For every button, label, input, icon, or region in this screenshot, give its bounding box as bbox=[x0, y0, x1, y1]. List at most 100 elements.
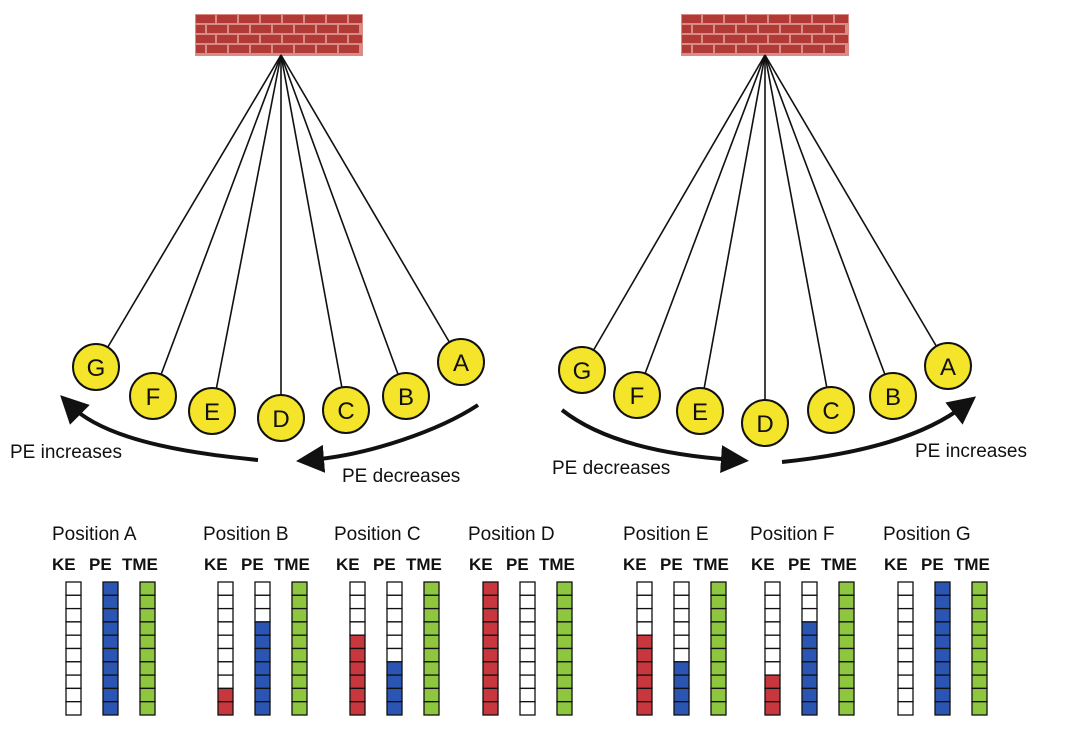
energy-bar-pe bbox=[386, 581, 403, 716]
bar-cell bbox=[897, 661, 914, 676]
bar-cell bbox=[291, 634, 308, 650]
bar-cell bbox=[423, 661, 440, 676]
energy-bar-pe bbox=[934, 581, 951, 716]
bar-cell bbox=[254, 674, 271, 690]
bar-cell bbox=[838, 621, 855, 636]
position-title: Position A bbox=[52, 524, 137, 545]
brick bbox=[217, 15, 237, 23]
bar-cell bbox=[65, 621, 82, 636]
bar-cell bbox=[764, 687, 781, 703]
brick bbox=[703, 35, 723, 43]
column-header-ke: KE bbox=[751, 555, 775, 574]
column-header-ke: KE bbox=[204, 555, 228, 574]
bar-cell bbox=[636, 661, 653, 676]
brick bbox=[682, 45, 691, 53]
bar-cell bbox=[423, 594, 440, 610]
energy-bar-ke bbox=[636, 581, 653, 716]
caption-pe-increases: PE increases bbox=[10, 442, 122, 463]
bar-cell bbox=[482, 701, 499, 716]
bob-circle bbox=[188, 387, 236, 435]
brick bbox=[715, 25, 735, 33]
column-header-tme: TME bbox=[274, 555, 310, 574]
bob-circle bbox=[558, 346, 606, 394]
bar-cell bbox=[254, 621, 271, 636]
bar-cell bbox=[934, 607, 951, 623]
brick bbox=[803, 25, 823, 33]
bar-cell bbox=[291, 647, 308, 663]
pendulum-string bbox=[764, 54, 894, 397]
pendulum-bob: G bbox=[558, 346, 606, 394]
bar-cell bbox=[291, 581, 308, 596]
bar-cell bbox=[102, 647, 119, 663]
bar-cell bbox=[673, 581, 690, 596]
bar-cell bbox=[349, 634, 366, 650]
bar-cell bbox=[482, 607, 499, 623]
bob-label: C bbox=[337, 398, 354, 425]
bar-cell bbox=[519, 594, 536, 610]
brick bbox=[747, 15, 767, 23]
bar-cell bbox=[838, 594, 855, 610]
brick bbox=[283, 35, 303, 43]
bar-cell bbox=[102, 687, 119, 703]
energy-bar-tme bbox=[710, 581, 727, 716]
bar-cell bbox=[386, 621, 403, 636]
pendulum-bob: G bbox=[72, 343, 120, 391]
bob-label: D bbox=[756, 411, 773, 438]
bar-cell bbox=[673, 607, 690, 623]
energy-bar-pe bbox=[254, 581, 271, 716]
bar-cell bbox=[519, 687, 536, 703]
bar-cell bbox=[710, 701, 727, 716]
pendulum-bob: D bbox=[741, 399, 789, 447]
column-header-tme: TME bbox=[539, 555, 575, 574]
bar-cell bbox=[254, 607, 271, 623]
bar-cell bbox=[139, 621, 156, 636]
bar-cell bbox=[764, 674, 781, 690]
pendulum-string bbox=[699, 54, 766, 412]
bar-cell bbox=[971, 594, 988, 610]
bar-cell bbox=[102, 674, 119, 690]
bar-cell bbox=[217, 701, 234, 716]
energy-bar-ke bbox=[897, 581, 914, 716]
bar-cell bbox=[349, 621, 366, 636]
bob-label: C bbox=[822, 398, 839, 425]
bar-cell bbox=[636, 687, 653, 703]
brick bbox=[217, 35, 237, 43]
brick bbox=[196, 25, 205, 33]
pendulum-string bbox=[764, 54, 949, 367]
bob-circle bbox=[676, 387, 724, 435]
bar-cell bbox=[217, 647, 234, 663]
brick bbox=[349, 35, 362, 43]
brick bbox=[737, 25, 757, 33]
brick bbox=[251, 25, 271, 33]
bar-cell bbox=[254, 701, 271, 716]
bar-cell bbox=[764, 661, 781, 676]
bar-cell bbox=[254, 687, 271, 703]
bar-cell bbox=[102, 661, 119, 676]
brick bbox=[339, 45, 359, 53]
column-header-tme: TME bbox=[954, 555, 990, 574]
bar-cell bbox=[423, 701, 440, 716]
bar-cell bbox=[254, 581, 271, 596]
bar-cell bbox=[139, 661, 156, 676]
bar-cell bbox=[897, 581, 914, 596]
bar-cell bbox=[838, 581, 855, 596]
bob-label: F bbox=[630, 383, 645, 410]
brick bbox=[283, 15, 303, 23]
arrow-pe-decreases-right bbox=[560, 408, 749, 474]
bar-cell bbox=[673, 674, 690, 690]
bar-cell bbox=[349, 661, 366, 676]
arrow-pe-decreases-left bbox=[296, 403, 480, 473]
bob-circle bbox=[869, 372, 917, 420]
bar-cell bbox=[556, 687, 573, 703]
bar-cell bbox=[764, 607, 781, 623]
bar-cell bbox=[65, 687, 82, 703]
brick bbox=[759, 25, 779, 33]
bar-cell bbox=[482, 674, 499, 690]
bar-cell bbox=[764, 701, 781, 716]
bar-cell bbox=[349, 647, 366, 663]
bar-cell bbox=[291, 607, 308, 623]
bar-cell bbox=[764, 581, 781, 596]
